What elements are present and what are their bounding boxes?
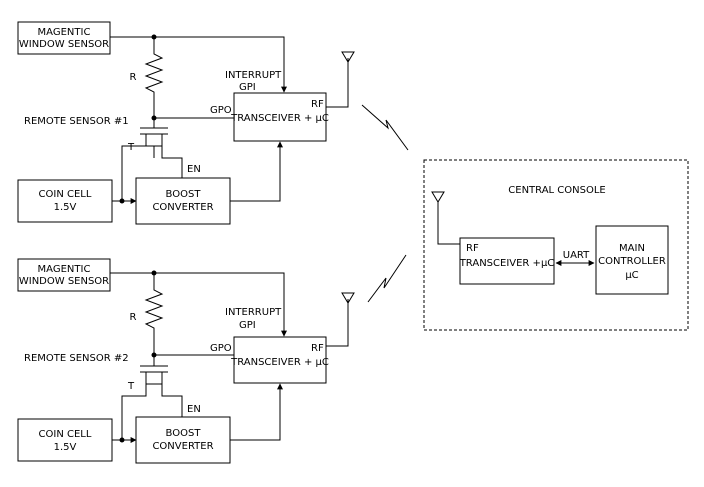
transistor-symbol	[140, 355, 168, 385]
coin-cell-voltage: 1.5V	[54, 442, 77, 453]
rf-label: RF	[311, 343, 324, 354]
magnetic-window-sensor-box	[17, 258, 111, 292]
gpi-label: GPI	[239, 82, 256, 93]
antenna-icon	[431, 191, 445, 203]
transceiver-box	[233, 92, 327, 142]
resistor-symbol	[144, 37, 164, 118]
enable-label: EN	[187, 164, 201, 175]
remote-sensor-2: MAGENTIC WINDOW SENSOR R GPO REMOTE SENS…	[17, 258, 355, 464]
transistor-label: T	[127, 381, 135, 392]
sensor-output-wire	[110, 36, 287, 93]
antenna-icon	[341, 292, 355, 304]
console-transceiver-label: TRANSCEIVER +µC	[459, 258, 555, 269]
transistor-drain-wire	[161, 384, 183, 418]
central-console: CENTRAL CONSOLE RF TRANSCEIVER +µC UART …	[423, 159, 689, 331]
magnetic-sensor-line-2: WINDOW SENSOR	[19, 39, 109, 50]
boost-converter-box	[135, 177, 231, 225]
junction-dot	[119, 198, 125, 204]
antenna-wire	[326, 299, 349, 347]
sensor-label: REMOTE SENSOR #2	[24, 353, 129, 364]
gpo-label: GPO	[210, 343, 232, 354]
sensor-output-wire	[110, 272, 287, 337]
resistor-label: R	[130, 312, 137, 323]
boost-output-wire	[230, 141, 283, 202]
transceiver-label: TRANSCEIVER + µC	[230, 357, 329, 368]
console-transceiver-box	[459, 237, 555, 285]
main-controller-box	[595, 225, 669, 295]
transceiver-box	[233, 336, 327, 384]
magnetic-window-sensor-box	[17, 21, 111, 55]
transistor-drain-wire	[161, 146, 183, 178]
wireless-signal-icon	[361, 104, 409, 151]
transistor-symbol	[140, 118, 168, 158]
magnetic-sensor-line-1: MAGENTIC	[38, 264, 91, 275]
gpo-label: GPO	[210, 105, 232, 116]
boost-output-wire	[230, 383, 283, 441]
gpi-label: GPI	[239, 320, 256, 331]
antenna-wire	[326, 58, 349, 108]
converter-label: CONVERTER	[152, 202, 213, 213]
central-console-boundary	[423, 159, 689, 331]
boost-label: BOOST	[166, 189, 202, 200]
coin-cell-label: COIN CELL	[39, 429, 92, 440]
interrupt-label: INTERRUPT	[225, 70, 282, 81]
boost-converter-box	[135, 416, 231, 464]
enable-label: EN	[187, 404, 201, 415]
coin-cell-label: COIN CELL	[39, 189, 92, 200]
interrupt-label: INTERRUPT	[225, 307, 282, 318]
resistor-label: R	[130, 72, 137, 83]
transistor-source-wire	[121, 145, 146, 201]
sensor-label: REMOTE SENSOR #1	[24, 116, 129, 127]
antenna-wire	[437, 202, 460, 245]
transistor-source-wire	[121, 384, 147, 440]
magnetic-sensor-line-2: WINDOW SENSOR	[19, 276, 109, 287]
coin-cell-voltage: 1.5V	[54, 202, 77, 213]
controller-line-3: µC	[625, 270, 638, 281]
remote-sensor-1: MAGENTIC WINDOW SENSOR R GPO REMOTE SENS…	[17, 21, 355, 225]
uart-label: UART	[563, 250, 590, 261]
boost-label: BOOST	[166, 428, 202, 439]
controller-line-1: MAIN	[619, 243, 645, 254]
converter-label: CONVERTER	[152, 441, 213, 452]
resistor-symbol	[144, 273, 164, 355]
console-rf-label: RF	[466, 243, 479, 254]
controller-line-2: CONTROLLER	[598, 256, 666, 267]
antenna-icon	[341, 51, 355, 63]
coin-cell-box	[17, 418, 113, 462]
transceiver-label: TRANSCEIVER + µC	[230, 113, 329, 124]
coin-cell-box	[17, 179, 113, 223]
junction-dot	[119, 437, 125, 443]
transistor-label: T	[127, 142, 135, 153]
rf-label: RF	[311, 99, 324, 110]
wireless-signal-icon	[367, 254, 407, 303]
magnetic-sensor-line-1: MAGENTIC	[38, 27, 91, 38]
console-title: CENTRAL CONSOLE	[508, 185, 605, 196]
